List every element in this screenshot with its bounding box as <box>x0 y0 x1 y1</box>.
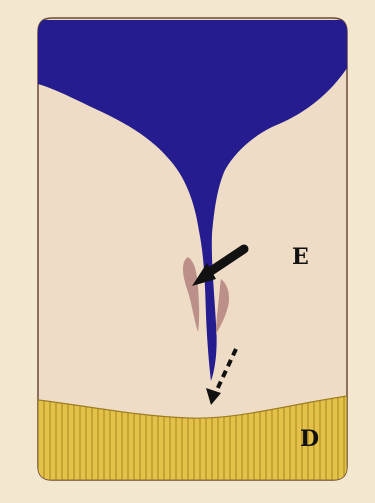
region-label-upper: E <box>292 244 309 270</box>
region-label-lower: D <box>300 426 319 452</box>
